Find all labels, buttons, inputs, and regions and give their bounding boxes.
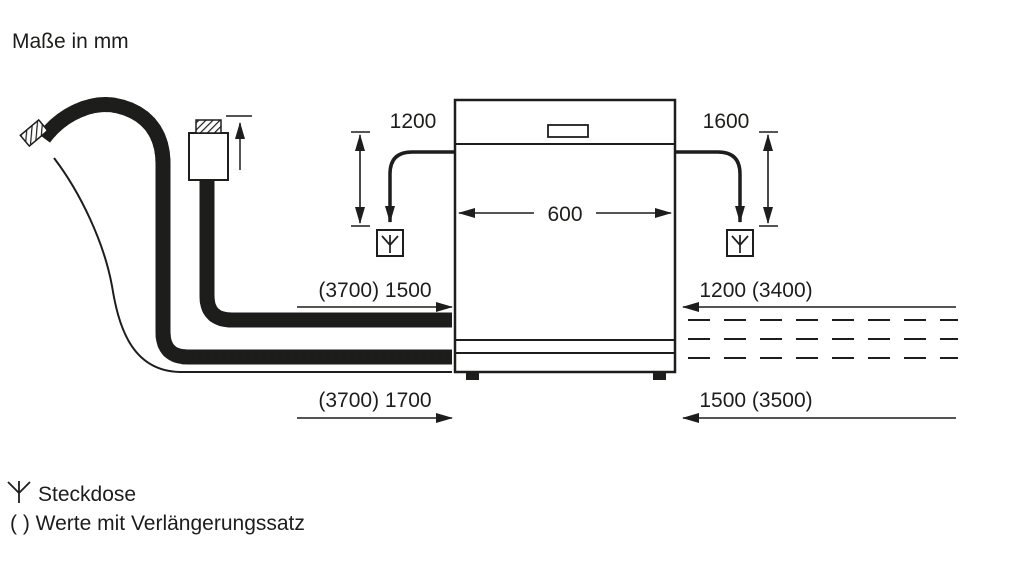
dim-width-label: 600 (547, 203, 582, 226)
dim-hose-upper-right: 1200 (3400) (682, 279, 956, 312)
dim-hose-upper-left-label: (3700) 1500 (318, 279, 431, 302)
socket-trident-icon (381, 235, 399, 253)
dim-cable-right: 1600 (703, 110, 778, 227)
page-title: Maße in mm (12, 30, 129, 53)
appliance-foot-left (466, 372, 479, 380)
dim-hose-lower-left-label: (3700) 1700 (318, 389, 431, 412)
dim-cable-right-label: 1600 (703, 110, 750, 133)
aquastop-box (188, 115, 252, 181)
dim-cable-left-label: 1200 (390, 110, 437, 133)
dim-hose-lower-right-label: 1500 (3500) (699, 389, 812, 412)
legend-socket-label: Steckdose (38, 483, 136, 506)
drain-hose (19, 97, 452, 365)
dishwasher-outline (453, 98, 677, 380)
dim-hose-lower-right: 1500 (3500) (682, 389, 956, 423)
dim-hose-upper-left: (3700) 1500 (297, 279, 453, 312)
dim-hose-upper-right-label: 1200 (3400) (699, 279, 812, 302)
dim-cable-left: 1200 (351, 110, 437, 227)
supply-hose (199, 180, 452, 328)
left-socket (376, 229, 404, 257)
hose-end-fitting (19, 118, 49, 148)
cable-to-right-socket (675, 150, 745, 223)
dim-appliance-width: 600 (458, 203, 672, 226)
tap-connector-icon (195, 119, 222, 134)
right-socket (726, 229, 754, 257)
legend-extension-label: ( ) Werte mit Verlängerungssatz (10, 512, 305, 535)
socket-trident-icon (7, 481, 31, 503)
control-panel-slot (547, 124, 589, 138)
cable-to-left-socket (385, 150, 455, 223)
socket-trident-icon (731, 235, 749, 253)
appliance-foot-right (653, 372, 666, 380)
power-cord (53, 157, 452, 373)
dim-hose-lower-left: (3700) 1700 (297, 389, 453, 423)
drain-extension-dashes (688, 319, 958, 359)
legend: Steckdose ( ) Werte mit Verlängerungssat… (7, 481, 305, 535)
